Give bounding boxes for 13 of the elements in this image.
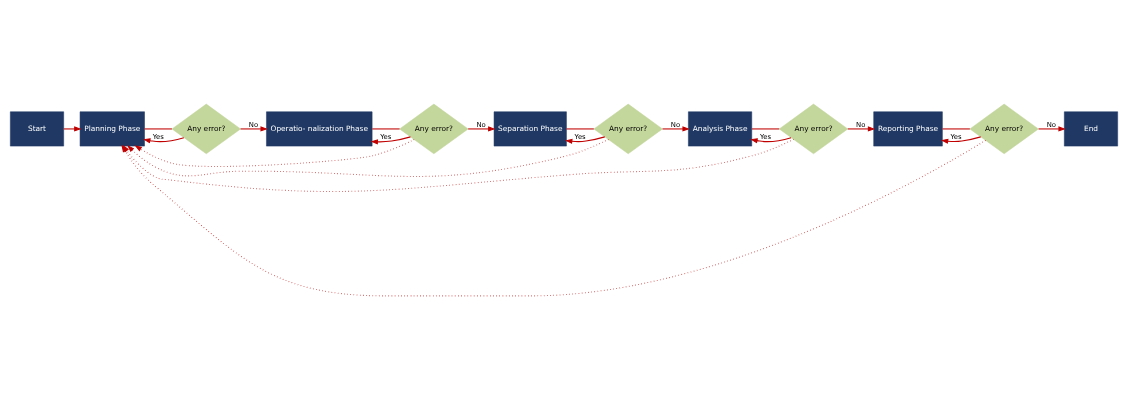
arrow <box>564 136 606 144</box>
arrow <box>370 136 411 145</box>
arrow <box>662 126 690 132</box>
arrow <box>1038 126 1066 132</box>
arrow <box>467 126 496 132</box>
arrow <box>750 137 792 144</box>
arrow <box>63 126 82 132</box>
arrow <box>127 138 609 177</box>
arrow <box>940 136 982 144</box>
arrow <box>134 139 415 167</box>
arrow <box>143 137 185 144</box>
arrow <box>240 126 268 132</box>
arrow <box>847 126 876 132</box>
